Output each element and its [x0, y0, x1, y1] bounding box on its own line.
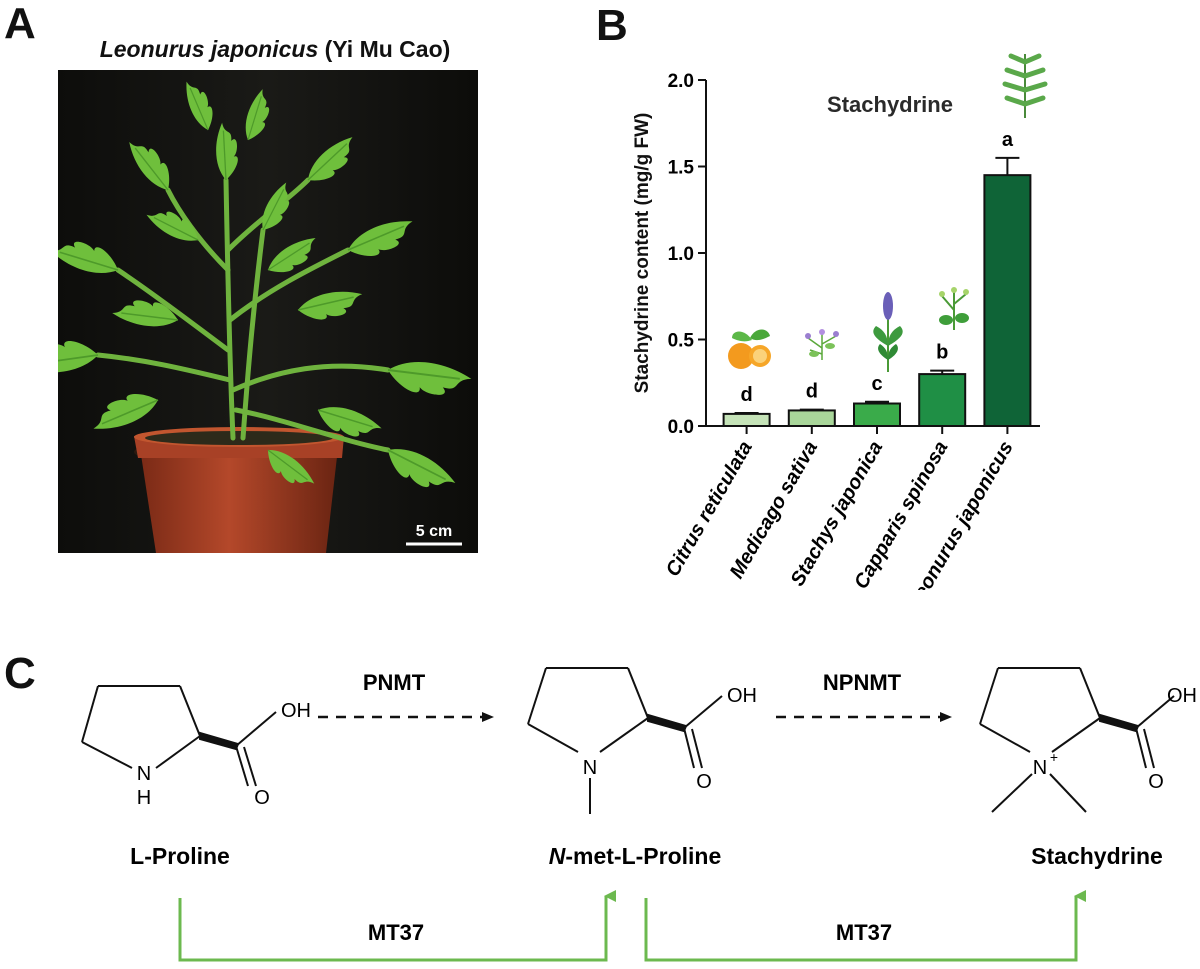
significance-letter: d [740, 384, 752, 406]
y-tick-label: 1.5 [668, 158, 695, 179]
significance-letter: b [936, 342, 948, 364]
alfalfa-icon [805, 329, 839, 360]
proline-structure [81, 685, 277, 787]
stachydrine-plus-charge: + [1050, 749, 1058, 765]
plant-photo: 5 cm [58, 70, 478, 553]
n-prefix: N [549, 843, 566, 869]
significance-letter: a [1002, 129, 1014, 151]
n-methyl-n-atom: N [583, 757, 597, 779]
bar-1 [722, 412, 771, 428]
stachydrine-o-atom: O [1148, 771, 1164, 793]
compound2-rest: -met-L-Proline [565, 843, 721, 869]
y-tick-label: 0.5 [668, 331, 695, 352]
mt37-arrow-1 [178, 890, 616, 962]
compound-n-met-l-proline: N-met-L-Proline [549, 843, 722, 869]
y-tick-label: 1.0 [668, 244, 694, 265]
n-methyl-proline-structure [527, 667, 723, 814]
scale-bar-label: 5 cm [416, 523, 452, 540]
y-axis-label: Stachydrine content (mg/g FW) [632, 113, 653, 394]
stachydrine-n-atom: N [1033, 757, 1047, 779]
compound-stachydrine: Stachydrine [1031, 843, 1163, 869]
panel-label-b: B [596, 1, 628, 50]
n-methyl-oh-group: OH [727, 685, 757, 707]
npnmt-label: NPNMT [823, 670, 902, 695]
photo-title: Leonurus japonicus (Yi Mu Cao) [60, 36, 490, 63]
bar-2 [787, 409, 836, 427]
panel-label-a: A [4, 0, 36, 48]
proline-n-atom: N [137, 763, 151, 785]
chart-title: Stachydrine [827, 92, 953, 117]
common-name: (Yi Mu Cao) [324, 36, 451, 62]
stachydrine-structure [979, 667, 1175, 813]
species-name: Leonurus japonicus [99, 36, 319, 62]
proline-h-atom: H [137, 787, 151, 809]
panel-label-c: C [4, 649, 36, 698]
proline-o-atom: O [254, 787, 270, 809]
y-tick-label: 2.0 [668, 71, 694, 92]
significance-letter: c [871, 373, 882, 395]
mt37-label-1: MT37 [368, 920, 424, 945]
bar-5 [983, 174, 1032, 428]
n-methyl-o-atom: O [696, 771, 712, 793]
capparis-icon [939, 287, 969, 330]
y-tick-label: 0.0 [668, 417, 694, 438]
bar-4 [918, 373, 967, 428]
compound-l-proline: L-Proline [130, 843, 230, 869]
pnmt-label: PNMT [363, 670, 426, 695]
proline-oh-group: OH [281, 700, 311, 722]
orange-icon [728, 329, 771, 369]
bar-3 [853, 402, 901, 428]
biosynthesis-pathway: N H OH O N OH O N + OH O PNMT NPNMT [81, 667, 1197, 962]
leonurus-icon [1002, 53, 1048, 118]
stachydrine-oh-group: OH [1167, 685, 1197, 707]
mt37-label-2: MT37 [836, 920, 892, 945]
stachys-icon [873, 292, 903, 372]
mt37-arrow-2 [644, 890, 1086, 962]
significance-letter: d [806, 381, 818, 403]
